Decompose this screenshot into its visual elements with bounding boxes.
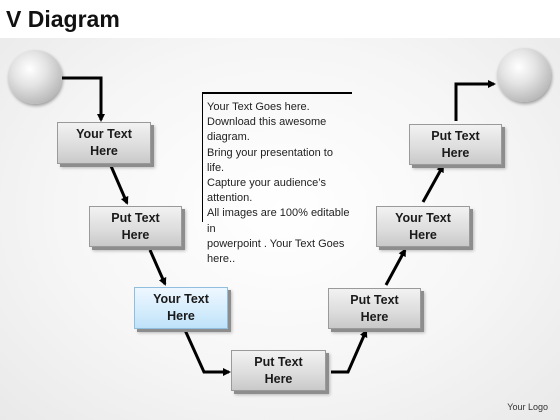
description-panel: Your Text Goes here. Download this aweso…: [202, 92, 352, 265]
page-title: V Diagram: [6, 6, 120, 32]
arrow-step-2-to-step-3: [148, 249, 167, 286]
step-box-1[interactable]: Your Text Here: [57, 122, 151, 164]
step-label: Put Text Here: [254, 354, 303, 386]
arrow-step-3-to-step-4: [183, 329, 231, 376]
logo-placeholder: Your Logo: [507, 402, 548, 412]
step-label: Your Text Here: [76, 127, 132, 158]
step-box-4[interactable]: Put Text Here: [231, 350, 326, 391]
arrow-start-to-step-1: [62, 76, 105, 122]
step-label: Your Text Here: [395, 210, 451, 242]
arrow-step-4-to-step-5: [331, 329, 368, 374]
step-box-7[interactable]: Put Text Here: [409, 124, 502, 165]
end-sphere: [497, 48, 551, 102]
step-label: Put Text Here: [111, 210, 160, 242]
arrow-step-5-to-step-6: [384, 248, 407, 286]
start-sphere: [8, 50, 62, 104]
description-text: Your Text Goes here. Download this aweso…: [207, 101, 350, 266]
step-label: Your Text Here: [153, 292, 209, 323]
step-box-5[interactable]: Put Text Here: [328, 288, 421, 329]
arrow-step-6-to-step-7: [421, 164, 445, 203]
step-label: Put Text Here: [350, 292, 399, 324]
step-box-6[interactable]: Your Text Here: [376, 206, 470, 247]
step-box-3[interactable]: Your Text Here: [134, 287, 228, 329]
arrow-step-1-to-step-2: [109, 165, 129, 205]
arrow-step-7-to-end: [454, 80, 496, 121]
step-box-2[interactable]: Put Text Here: [89, 206, 182, 247]
step-label: Put Text Here: [431, 128, 480, 160]
